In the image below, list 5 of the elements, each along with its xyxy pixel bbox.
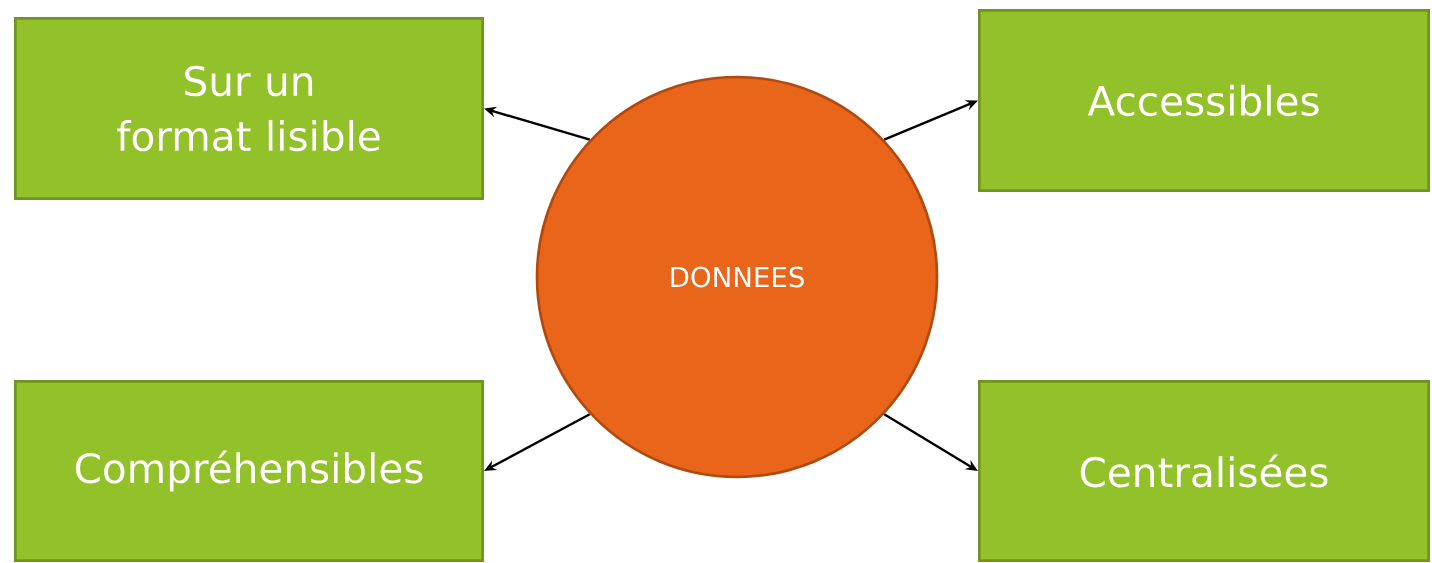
- rectangle-box: Centralisées: [978, 380, 1430, 562]
- rectangle-box: Sur un format lisible: [14, 17, 484, 200]
- rectangle-box: Compréhensibles: [14, 380, 484, 562]
- rectangle-box: Accessibles: [978, 9, 1430, 192]
- circle-node: DONNEES: [535, 75, 939, 479]
